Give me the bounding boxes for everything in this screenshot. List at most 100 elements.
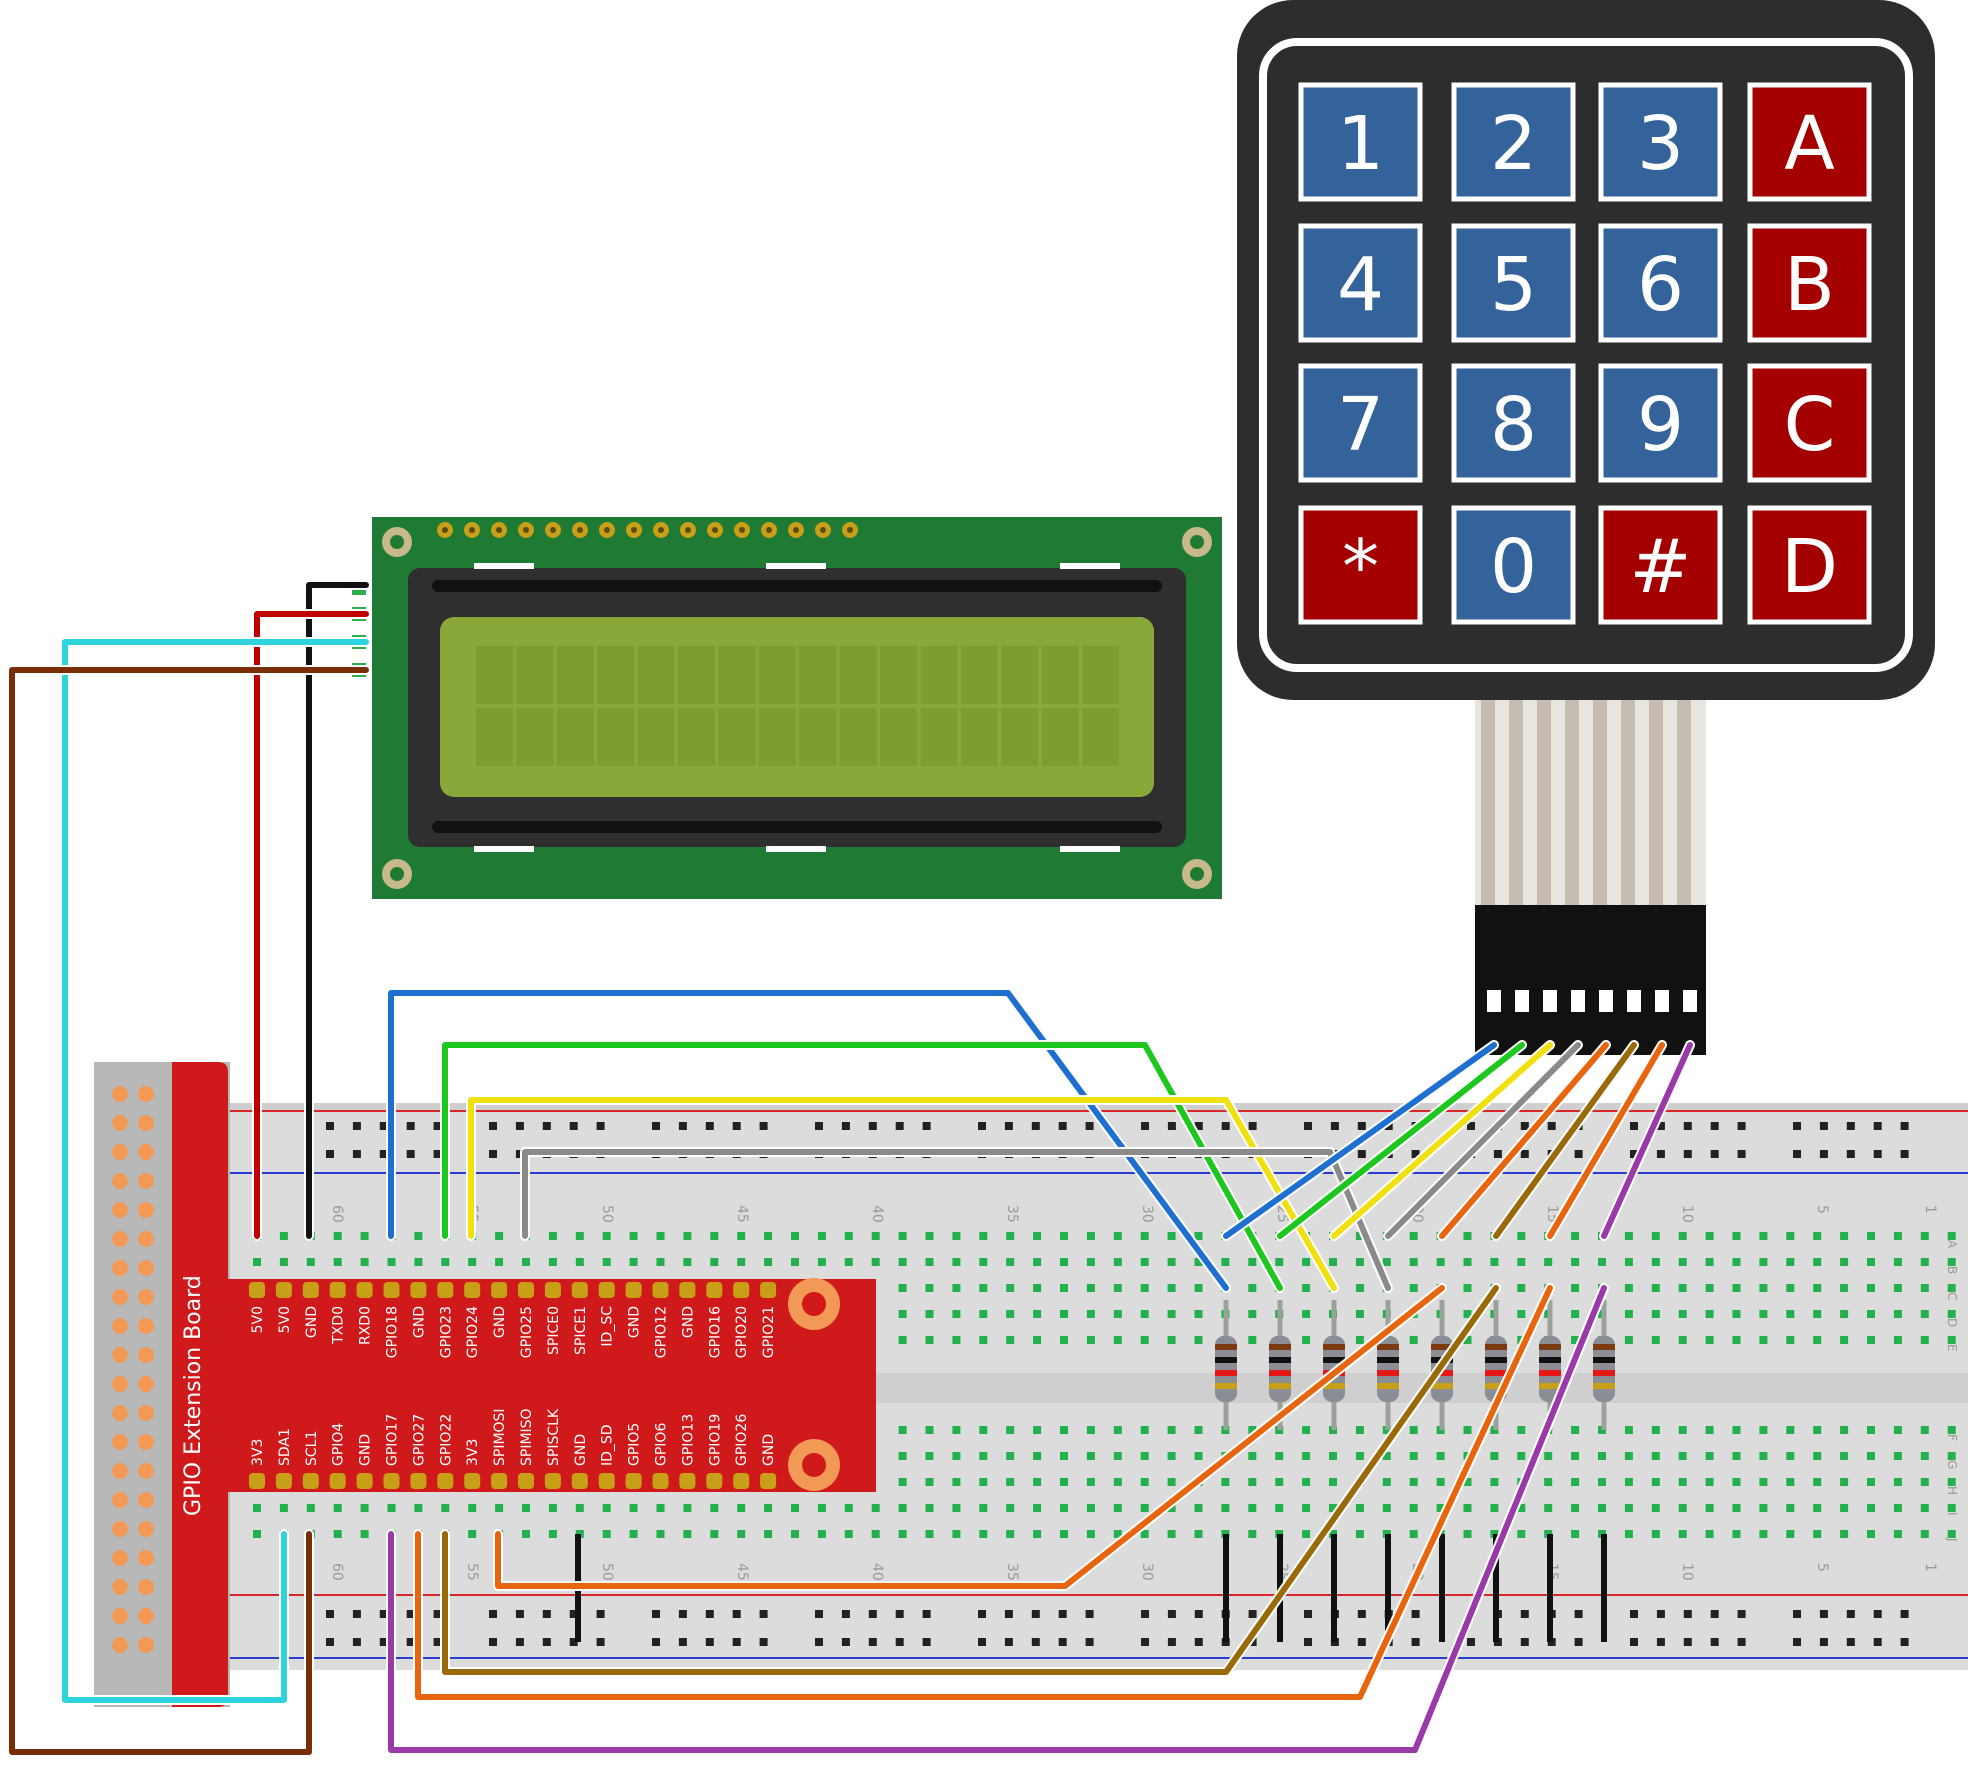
- header-pin: [112, 1521, 128, 1537]
- rail-hole: [1167, 1610, 1176, 1618]
- breadboard-hole: [1248, 1258, 1257, 1266]
- column-number: 1: [1922, 1563, 1938, 1572]
- breadboard-hole: [737, 1258, 746, 1266]
- breadboard-hole: [1275, 1504, 1284, 1512]
- breadboard-hole: [925, 1426, 934, 1434]
- header-pin: [138, 1347, 154, 1363]
- breadboard-hole: [1624, 1530, 1633, 1538]
- rail-hole: [1656, 1610, 1665, 1618]
- breadboard-hole: [1113, 1232, 1122, 1240]
- breadboard-hole: [1947, 1504, 1956, 1512]
- rail-hole: [1520, 1150, 1529, 1158]
- header-pin: [138, 1115, 154, 1131]
- rail-hole: [352, 1610, 361, 1618]
- rail-hole: [1058, 1122, 1067, 1130]
- keypad-key-label: #: [1629, 524, 1691, 610]
- breadboard-hole: [1893, 1258, 1902, 1266]
- wire: [1385, 1042, 1581, 1239]
- lcd-cell: [1041, 646, 1079, 704]
- breadboard-hole: [1355, 1232, 1364, 1240]
- breadboard-hole: [1813, 1452, 1822, 1460]
- breadboard-hole: [1113, 1478, 1122, 1486]
- rail-hole: [489, 1638, 497, 1646]
- connector-slot: [1543, 990, 1557, 1012]
- breadboard-hole: [1355, 1258, 1364, 1266]
- rail-hole: [1194, 1638, 1203, 1646]
- lcd-pin-hole: [847, 527, 853, 533]
- resistor-band: [1485, 1357, 1507, 1363]
- keypad-key: [1747, 363, 1872, 483]
- breadboard-hole: [1867, 1336, 1875, 1344]
- rail-hole: [1819, 1122, 1828, 1130]
- breadboard-hole: [1813, 1284, 1822, 1292]
- breadboard-hole: [1947, 1310, 1956, 1318]
- rail-hole: [895, 1610, 904, 1618]
- breadboard-hole: [1705, 1478, 1714, 1486]
- rail-hole: [406, 1638, 415, 1646]
- breadboard-hole: [1651, 1504, 1660, 1512]
- resistor-band: [1539, 1357, 1561, 1363]
- breadboard-hole: [1033, 1426, 1042, 1434]
- lcd-cell: [1041, 708, 1079, 766]
- breadboard-hole: [1840, 1478, 1849, 1486]
- rail-hole: [1793, 1150, 1801, 1158]
- row-letter: A: [1945, 1240, 1959, 1249]
- breadboard-hole: [1732, 1426, 1741, 1434]
- breadboard-hole: [952, 1310, 961, 1318]
- header-pin: [138, 1405, 154, 1421]
- breadboard-hole: [629, 1258, 638, 1266]
- header-pin: [112, 1405, 128, 1421]
- gpio-pin-top: [733, 1282, 750, 1298]
- header-pin: [138, 1260, 154, 1276]
- breadboard-hole: [1732, 1336, 1741, 1344]
- gpio-pin-top: [356, 1282, 373, 1298]
- breadboard-hole: [1140, 1336, 1149, 1344]
- breadboard-hole: [1705, 1232, 1714, 1240]
- gpio-pin-label: GPIO27: [411, 1414, 427, 1466]
- ribbon-strand: [1537, 698, 1551, 908]
- breadboard-hole: [979, 1336, 988, 1344]
- gpio-pin-label: SCL1: [304, 1431, 320, 1466]
- breadboard-hole: [683, 1504, 692, 1512]
- breadboard-hole: [1678, 1426, 1687, 1434]
- ribbon-strand: [1565, 698, 1579, 908]
- rail-hole: [841, 1122, 850, 1130]
- column-number: 45: [734, 1563, 750, 1581]
- breadboard-hole: [1571, 1504, 1580, 1512]
- gpio-pin-label: 3V3: [465, 1439, 481, 1466]
- breadboard-hole: [1786, 1452, 1795, 1460]
- rail-hole: [406, 1122, 415, 1130]
- gpio-pin-label: SPICE1: [573, 1306, 589, 1355]
- rail-hole: [1900, 1150, 1909, 1158]
- lcd-cell: [920, 646, 958, 704]
- wire: [415, 1285, 1553, 1700]
- breadboard-hole: [468, 1504, 477, 1512]
- gpio-pin-top: [491, 1282, 508, 1298]
- column-number: 10: [1679, 1563, 1695, 1581]
- breadboard-hole: [952, 1232, 961, 1240]
- rail-hole: [1683, 1150, 1692, 1158]
- gpio-pin-top: [679, 1282, 696, 1298]
- breadboard-hole: [656, 1258, 665, 1266]
- rail-hole: [326, 1610, 334, 1618]
- breadboard-hole: [1463, 1310, 1472, 1318]
- breadboard-hole: [1033, 1336, 1042, 1344]
- breadboard-hole: [1086, 1310, 1095, 1318]
- breadboard-hole: [1759, 1336, 1768, 1344]
- rail-hole: [1493, 1150, 1502, 1158]
- breadboard-hole: [1624, 1504, 1633, 1512]
- rail-hole: [978, 1638, 986, 1646]
- breadboard-hole: [1033, 1310, 1042, 1318]
- keypad-key: [1451, 82, 1576, 202]
- ribbon-strand: [1481, 698, 1495, 908]
- rail-hole: [868, 1122, 877, 1130]
- breadboard-hole: [1033, 1478, 1042, 1486]
- breadboard-hole: [1651, 1310, 1660, 1318]
- breadboard-hole: [495, 1232, 504, 1240]
- breadboard-hole: [683, 1530, 692, 1538]
- lcd-pin-hole: [712, 527, 718, 533]
- lcd-cell: [880, 708, 917, 766]
- gpio-pin-top: [410, 1282, 427, 1298]
- lcd-pin-hole: [469, 527, 475, 533]
- breadboard-hole: [1786, 1426, 1795, 1434]
